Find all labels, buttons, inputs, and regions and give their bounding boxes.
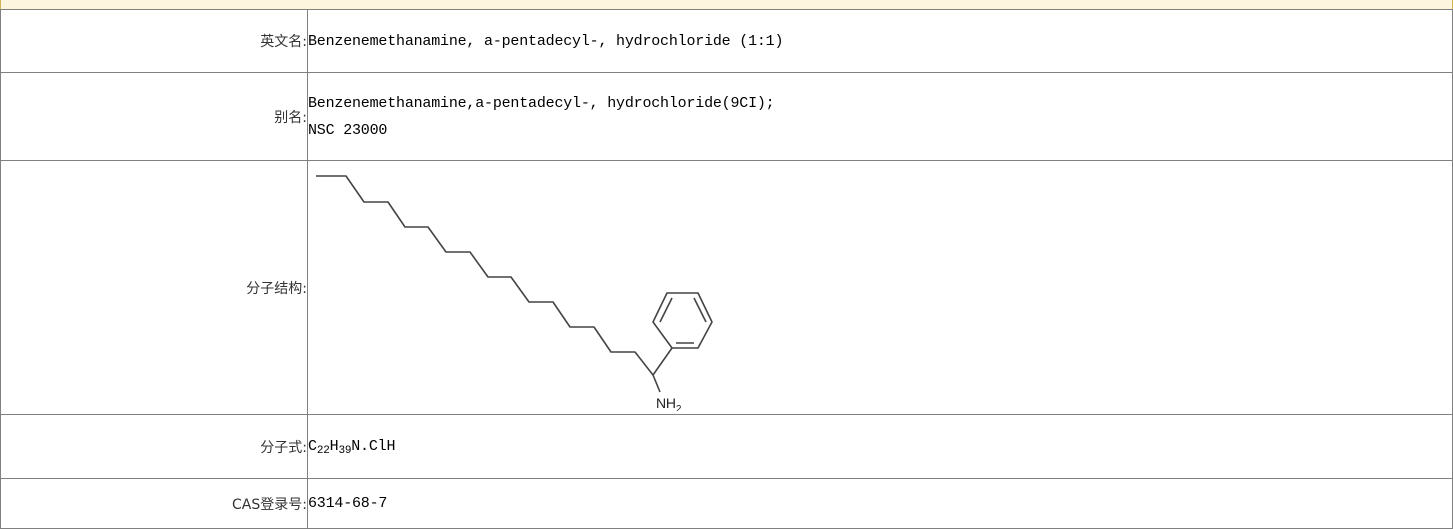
english-name-label: 英文名: <box>0 9 308 73</box>
aliases-value: Benzenemethanamine,a-pentadecyl-, hydroc… <box>307 72 1453 161</box>
structure-label: 分子结构: <box>0 160 308 415</box>
english-name-value: Benzenemethanamine, a-pentadecyl-, hydro… <box>307 9 1453 73</box>
row-aliases: 别名: Benzenemethanamine,a-pentadecyl-, hy… <box>0 72 1453 161</box>
alkyl-chain <box>316 175 654 376</box>
row-structure: 分子结构: NH2 <box>0 160 1453 415</box>
amine-label: NH2 <box>656 395 682 411</box>
benzene-ring <box>652 292 713 349</box>
cas-label: CAS登录号: <box>0 478 308 529</box>
alias-item: Benzenemethanamine,a-pentadecyl-, hydroc… <box>308 94 775 112</box>
row-formula: 分子式: C22H39N.ClH <box>0 414 1453 479</box>
molecular-structure-image: NH2 <box>316 175 713 411</box>
cas-value: 6314-68-7 <box>307 478 1453 529</box>
amine-bond <box>652 374 661 393</box>
row-cas: CAS登录号: 6314-68-7 <box>0 478 1453 529</box>
ring-bond <box>652 347 673 376</box>
ring-double-bond <box>693 297 707 323</box>
ring-double-bond <box>659 297 673 323</box>
structure-cell: NH2 <box>307 160 1453 415</box>
aliases-label: 别名: <box>0 72 308 161</box>
compound-info-table: 英文名: Benzenemethanamine, a-pentadecyl-, … <box>0 9 1453 529</box>
row-english-name: 英文名: Benzenemethanamine, a-pentadecyl-, … <box>0 9 1453 73</box>
formula-value: C22H39N.ClH <box>307 414 1453 479</box>
formula-label: 分子式: <box>0 414 308 479</box>
alias-item: NSC 23000 <box>308 121 388 139</box>
